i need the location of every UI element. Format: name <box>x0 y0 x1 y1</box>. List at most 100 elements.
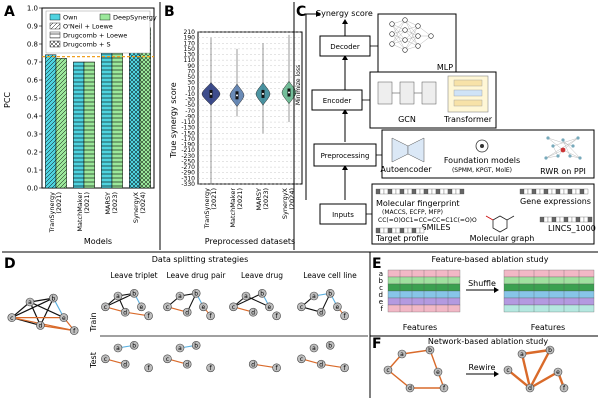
mlp-edge <box>391 19 406 45</box>
gene-expression-cell <box>571 188 577 195</box>
gene-expression-cell <box>523 188 529 195</box>
target-profile-bit <box>411 227 417 234</box>
network-node-label: c <box>506 367 509 374</box>
ppi-node <box>568 154 572 158</box>
graph-node <box>297 354 306 364</box>
ppi-edge <box>562 149 581 159</box>
target-profile-bit <box>379 227 385 234</box>
panel-frames <box>2 2 598 398</box>
panel-a-letter: A <box>4 4 15 20</box>
target-profile-bit <box>375 227 381 234</box>
panel-a-x-tick-label: TranSynergy(2021) <box>48 192 63 234</box>
panel-b-y-tick-label: 90 <box>187 63 195 70</box>
ppi-node <box>544 156 548 160</box>
panel-a-y-tick-label: 0.5 <box>27 95 38 103</box>
autoencoder-icon <box>391 137 425 163</box>
graph-node <box>206 363 215 373</box>
fingerprint-bit <box>431 188 437 195</box>
lincs-icon <box>539 216 593 223</box>
graph-node <box>59 313 69 322</box>
lincs-cell <box>583 216 589 223</box>
target-profile-bit <box>415 227 421 234</box>
target-profile-bit <box>395 227 401 234</box>
panel-b-y-tick-label: 150 <box>184 46 196 53</box>
legend-label: O'Neil + Loewe <box>63 23 113 31</box>
mlp-node <box>415 33 421 39</box>
gene-expression-cell <box>547 188 553 195</box>
gene-expressions-label: Gene expressions <box>520 197 591 206</box>
network-node <box>553 367 563 377</box>
graph-node <box>340 311 349 321</box>
rewire-arrowhead <box>494 371 499 377</box>
mlp-node <box>389 21 395 27</box>
network-node <box>525 383 535 393</box>
legend-swatch <box>99 13 111 21</box>
graph-edge <box>39 297 54 326</box>
graph-node <box>333 302 342 312</box>
fingerprint-bit <box>383 188 389 195</box>
fingerprint-bit <box>375 188 381 195</box>
network-edge <box>528 349 552 389</box>
mlp-node <box>428 33 434 39</box>
network-edge <box>529 370 559 390</box>
mlp-edge <box>404 25 419 51</box>
inputs-label: Inputs <box>332 211 354 219</box>
network-node <box>517 349 527 359</box>
molecular-fingerprint-icon <box>375 188 465 195</box>
legend-swatch-hatch <box>50 41 60 47</box>
network-node <box>559 383 569 393</box>
network-edge <box>401 349 431 355</box>
gene-expression-cell <box>531 188 537 195</box>
graph-node <box>182 359 192 369</box>
graph-node-label: b <box>260 291 264 298</box>
bar-hatch-1-1 <box>84 62 95 188</box>
legend-swatch <box>49 13 61 21</box>
panel-b-y-tick-label: -70 <box>185 108 195 115</box>
graph-node-label: c <box>10 315 13 322</box>
fingerprint-bit <box>447 188 453 195</box>
network-node <box>425 345 435 355</box>
decoder-label: Decoder <box>330 43 360 51</box>
gcn-icon <box>377 81 437 105</box>
graph-node-label: c <box>166 356 169 363</box>
panel-b-x-axis-label: Preprocessed datasets <box>205 237 295 246</box>
graph-node <box>144 363 153 373</box>
panel-a-plot-frame <box>41 7 155 189</box>
x-tick-line: (2023) <box>111 192 119 214</box>
panel-b-letter: B <box>164 4 175 20</box>
graph-node-label: b <box>194 343 198 350</box>
network-edge <box>521 348 551 356</box>
panel-b-y-tick-label: 70 <box>187 68 195 75</box>
graph-node-label: f <box>344 313 347 320</box>
graph-node-label: d <box>251 309 255 316</box>
x-tick-line: MARSY <box>255 188 263 211</box>
fingerprint-bit <box>451 188 457 195</box>
mlp-node <box>402 47 408 53</box>
graph-node <box>175 343 185 353</box>
graph-edge <box>233 292 263 308</box>
x-tick-line: SynergyX <box>132 191 140 223</box>
matrix-row-label: c <box>379 284 383 292</box>
fingerprint-bit <box>399 188 405 195</box>
strategy-label-0: Leave triplet <box>110 271 157 280</box>
network-node <box>397 349 407 359</box>
panel-b-x-ticks: TranSynergy(2021)MatchMaker(2021)MARSY(2… <box>203 187 296 229</box>
panel-e-title: Feature-based ablation study <box>432 255 549 264</box>
mlp-edge <box>404 25 419 41</box>
molecular-fingerprint-label: Molecular fingerprint <box>376 199 460 208</box>
x-tick-line: (2023) <box>262 188 270 210</box>
matrix-row-label: f <box>381 305 384 313</box>
panel-b-grid <box>198 31 302 185</box>
rwr-on-ppi-label: RWR on PPI <box>540 167 586 176</box>
network-edge <box>520 353 532 389</box>
panel-a-y-tick-label: 0.3 <box>27 131 38 139</box>
panel-b-y-tick-label: -310 <box>181 175 195 182</box>
graph-node-label: a <box>178 293 182 300</box>
graph-node <box>206 311 215 321</box>
graph-node-label: d <box>319 361 323 368</box>
shuffle-label: Shuffle <box>468 279 496 288</box>
graph-edge <box>105 292 135 308</box>
graph-edge <box>29 301 65 319</box>
